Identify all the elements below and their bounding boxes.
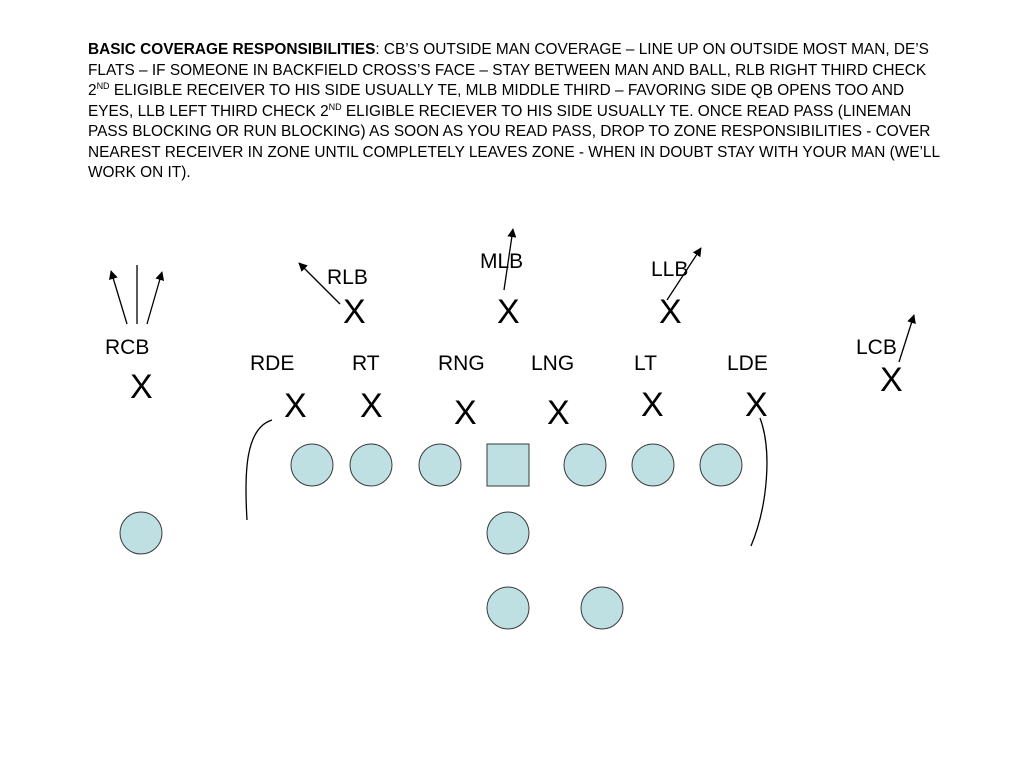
- superscript-nd-2: ND: [328, 101, 342, 112]
- defender-x-rde: X: [284, 387, 307, 425]
- lcb-drop-arrow: [898, 314, 916, 363]
- coverage-instructions: BASIC COVERAGE RESPONSIBILITIES: CB’S OU…: [88, 40, 948, 184]
- defender-x-rt: X: [360, 387, 383, 425]
- offense-player: [486, 511, 530, 555]
- offense-player: [699, 443, 743, 487]
- offense-player: [290, 443, 334, 487]
- offense-center: [486, 443, 530, 487]
- mlb-drop-arrow: [503, 228, 517, 291]
- label-lde: LDE: [727, 352, 768, 375]
- rcb-route-arrow-left: [109, 270, 128, 325]
- defender-x-lcb: X: [880, 361, 903, 399]
- lde-flat-route: [750, 417, 768, 547]
- offense-player: [563, 443, 607, 487]
- rcb-route-arrow-right: [146, 271, 165, 325]
- instructions-text-3: ELIGIBLE RECIEVER TO HIS SIDE USUALLY TE…: [88, 102, 940, 182]
- label-rde: RDE: [250, 352, 294, 375]
- offense-player: [580, 586, 624, 630]
- defender-x-rcb: X: [130, 368, 153, 406]
- defender-x-lde: X: [745, 386, 768, 424]
- label-rlb: RLB: [327, 266, 368, 289]
- label-rcb: RCB: [105, 336, 149, 359]
- label-llb: LLB: [651, 258, 688, 281]
- label-lcb: LCB: [856, 336, 897, 359]
- llb-drop-arrow: [666, 247, 702, 301]
- defender-x-lng: X: [547, 394, 570, 432]
- offense-player: [349, 443, 393, 487]
- defender-x-llb: X: [659, 293, 682, 331]
- superscript-nd-1: ND: [96, 81, 110, 91]
- label-lng: LNG: [531, 352, 574, 375]
- rde-flat-route: [245, 419, 273, 521]
- defender-x-mlb: X: [497, 293, 520, 331]
- instructions-text-1: : CB’S OUTSIDE MAN COVERAGE – LINE UP ON…: [88, 41, 929, 99]
- defender-x-rlb: X: [343, 293, 366, 331]
- instructions-text-2: ELIGIBLE RECEIVER TO HIS SIDE USUALLY TE…: [88, 82, 905, 120]
- label-mlb: MLB: [480, 250, 523, 273]
- label-lt: LT: [634, 352, 657, 375]
- defender-x-lt: X: [641, 386, 664, 424]
- offense-player: [119, 511, 163, 555]
- offense-player: [486, 586, 530, 630]
- instructions-title: BASIC COVERAGE RESPONSIBILITIES: [88, 41, 376, 58]
- label-rng: RNG: [438, 352, 485, 375]
- label-rt: RT: [352, 352, 380, 375]
- rlb-drop-arrow: [298, 262, 341, 305]
- offense-player: [631, 443, 675, 487]
- defender-x-rng: X: [454, 394, 477, 432]
- offense-player: [418, 443, 462, 487]
